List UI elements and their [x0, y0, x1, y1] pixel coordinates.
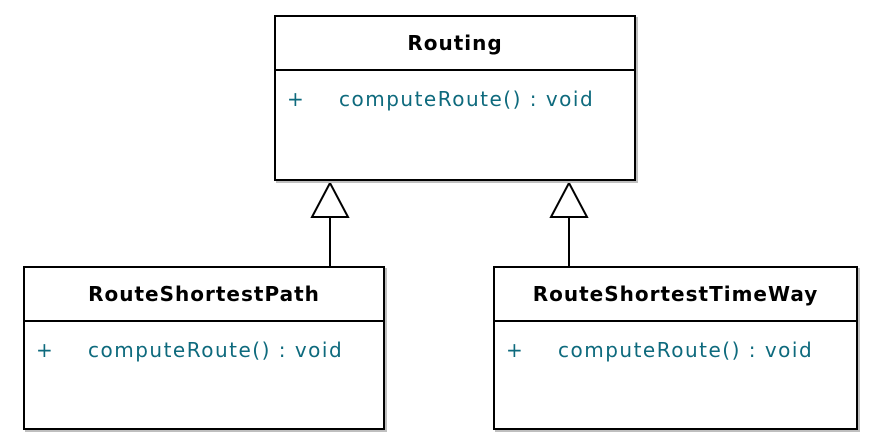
- method-visibility: +: [506, 338, 523, 362]
- class-name: RouteShortestTimeWay: [495, 268, 856, 322]
- class-members: + computeRoute() : void: [276, 71, 634, 111]
- method-row: + computeRoute() : void: [36, 338, 383, 362]
- class-members: + computeRoute() : void: [495, 322, 856, 362]
- generalization-arrow-route-shortest-time-way: [549, 180, 589, 266]
- inheritance-triangle-icon: [310, 180, 350, 218]
- generalization-arrow-route-shortest-path: [310, 180, 350, 266]
- class-box-route-shortest-time-way: RouteShortestTimeWay + computeRoute() : v…: [493, 266, 858, 430]
- method-visibility: +: [287, 87, 304, 111]
- method-visibility: +: [36, 338, 53, 362]
- class-box-route-shortest-path: RouteShortestPath + computeRoute() : void: [23, 266, 385, 430]
- class-box-routing: Routing + computeRoute() : void: [274, 15, 636, 181]
- method-signature: computeRoute() : void: [558, 338, 814, 362]
- method-row: + computeRoute() : void: [506, 338, 856, 362]
- class-name: RouteShortestPath: [25, 268, 383, 322]
- method-row: + computeRoute() : void: [287, 87, 634, 111]
- class-members: + computeRoute() : void: [25, 322, 383, 362]
- method-signature: computeRoute() : void: [88, 338, 344, 362]
- method-signature: computeRoute() : void: [339, 87, 595, 111]
- class-name: Routing: [276, 17, 634, 71]
- inheritance-triangle-icon: [549, 180, 589, 218]
